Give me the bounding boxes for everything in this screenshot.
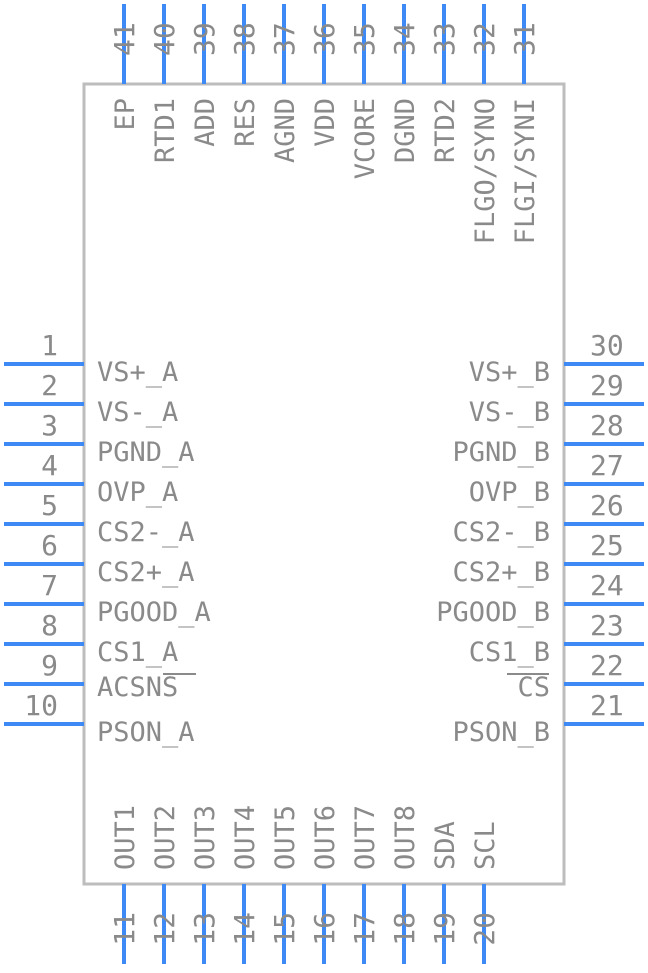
pin-number-39: 39 <box>188 22 221 56</box>
pin-label-pson-b: PSON_B <box>452 717 550 748</box>
pin-label-vs-b: VS-_B <box>469 397 550 428</box>
pin-label-out6: OUT6 <box>310 805 341 870</box>
pin-label-sda: SDA <box>430 821 461 870</box>
pin-number-40: 40 <box>148 22 181 56</box>
pin-number-41: 41 <box>108 22 141 56</box>
pin-number-15: 15 <box>268 912 301 946</box>
pin-number-34: 34 <box>388 22 421 56</box>
pin-label-ovp-a: OVP_A <box>97 477 178 508</box>
pin-number-5: 5 <box>41 489 58 522</box>
pin-label-ovp-b: OVP_B <box>469 477 550 508</box>
pin-label-vdd: VDD <box>310 98 341 147</box>
pin-number-3: 3 <box>41 409 58 442</box>
pin-label-vcore: VCORE <box>350 98 381 179</box>
pin-label-dgnd: DGND <box>390 98 421 163</box>
pin-number-21: 21 <box>590 689 624 722</box>
pin-label-flgo-syno: FLGO/SYNO <box>470 98 501 244</box>
pin-number-22: 22 <box>590 649 624 682</box>
pin-number-9: 9 <box>41 649 58 682</box>
pin-label-res: RES <box>230 98 261 147</box>
pin-number-36: 36 <box>308 22 341 56</box>
pin-number-4: 4 <box>41 449 58 482</box>
pin-number-8: 8 <box>41 609 58 642</box>
pin-label-cs1-a: CS1_A <box>97 637 178 668</box>
pin-label-acsns: ACSNS <box>97 672 178 703</box>
pin-number-26: 26 <box>590 489 624 522</box>
pin-label-pgood-a: PGOOD_A <box>97 597 211 628</box>
pin-label-out2: OUT2 <box>150 805 181 870</box>
pin-number-37: 37 <box>268 22 301 56</box>
pin-label-rtd1: RTD1 <box>150 98 181 163</box>
pin-label-out4: OUT4 <box>230 805 261 870</box>
pin-label-pgnd-b: PGND_B <box>452 437 550 468</box>
pin-label-out5: OUT5 <box>270 805 301 870</box>
pin-number-7: 7 <box>41 569 58 602</box>
pin-label-pson-a: PSON_A <box>97 717 195 748</box>
pin-label-out1: OUT1 <box>110 805 141 870</box>
pin-label-cs2-b: CS2-_B <box>452 517 550 548</box>
pin-label-add: ADD <box>190 98 221 147</box>
pin-number-6: 6 <box>41 529 58 562</box>
pin-number-28: 28 <box>590 409 624 442</box>
pin-number-12: 12 <box>148 912 181 946</box>
pin-label-pgood-b: PGOOD_B <box>436 597 550 628</box>
pin-label-flgi-syni: FLGI/SYNI <box>510 98 541 244</box>
pin-number-1: 1 <box>41 329 58 362</box>
pin-label-agnd: AGND <box>270 98 301 163</box>
pin-number-33: 33 <box>428 22 461 56</box>
pin-number-23: 23 <box>590 609 624 642</box>
pin-label-rtd2: RTD2 <box>430 98 461 163</box>
pin-label-vs-a: VS+_A <box>97 357 178 388</box>
pin-number-17: 17 <box>348 912 381 946</box>
pin-number-24: 24 <box>590 569 624 602</box>
pin-number-29: 29 <box>590 369 624 402</box>
pin-label-cs2-b: CS2+_B <box>452 557 550 588</box>
pin-label-scl: SCL <box>470 821 501 870</box>
pin-number-19: 19 <box>428 912 461 946</box>
pin-label-cs2-a: CS2-_A <box>97 517 195 548</box>
pin-label-ep: EP <box>110 98 141 131</box>
pin-number-11: 11 <box>108 912 141 946</box>
pin-number-13: 13 <box>188 912 221 946</box>
pin-number-14: 14 <box>228 912 261 946</box>
pin-label-out8: OUT8 <box>390 805 421 870</box>
pin-number-18: 18 <box>388 912 421 946</box>
pin-label-cs2-a: CS2+_A <box>97 557 195 588</box>
pin-label-pgnd-a: PGND_A <box>97 437 195 468</box>
pin-number-2: 2 <box>41 369 58 402</box>
pin-number-31: 31 <box>508 22 541 56</box>
pin-number-10: 10 <box>24 689 58 722</box>
pin-label-out3: OUT3 <box>190 805 221 870</box>
pin-label-cs1-b: CS1_B <box>469 637 550 668</box>
pin-number-32: 32 <box>468 22 501 56</box>
pin-number-35: 35 <box>348 22 381 56</box>
pin-number-38: 38 <box>228 22 261 56</box>
pin-number-16: 16 <box>308 912 341 946</box>
pin-number-30: 30 <box>590 329 624 362</box>
pin-number-20: 20 <box>468 912 501 946</box>
pin-number-25: 25 <box>590 529 624 562</box>
pin-label-cs: CS <box>517 672 550 703</box>
pin-number-27: 27 <box>590 449 624 482</box>
pin-label-vs-b: VS+_B <box>469 357 550 388</box>
pin-label-out7: OUT7 <box>350 805 381 870</box>
pin-label-vs-a: VS-_A <box>97 397 178 428</box>
